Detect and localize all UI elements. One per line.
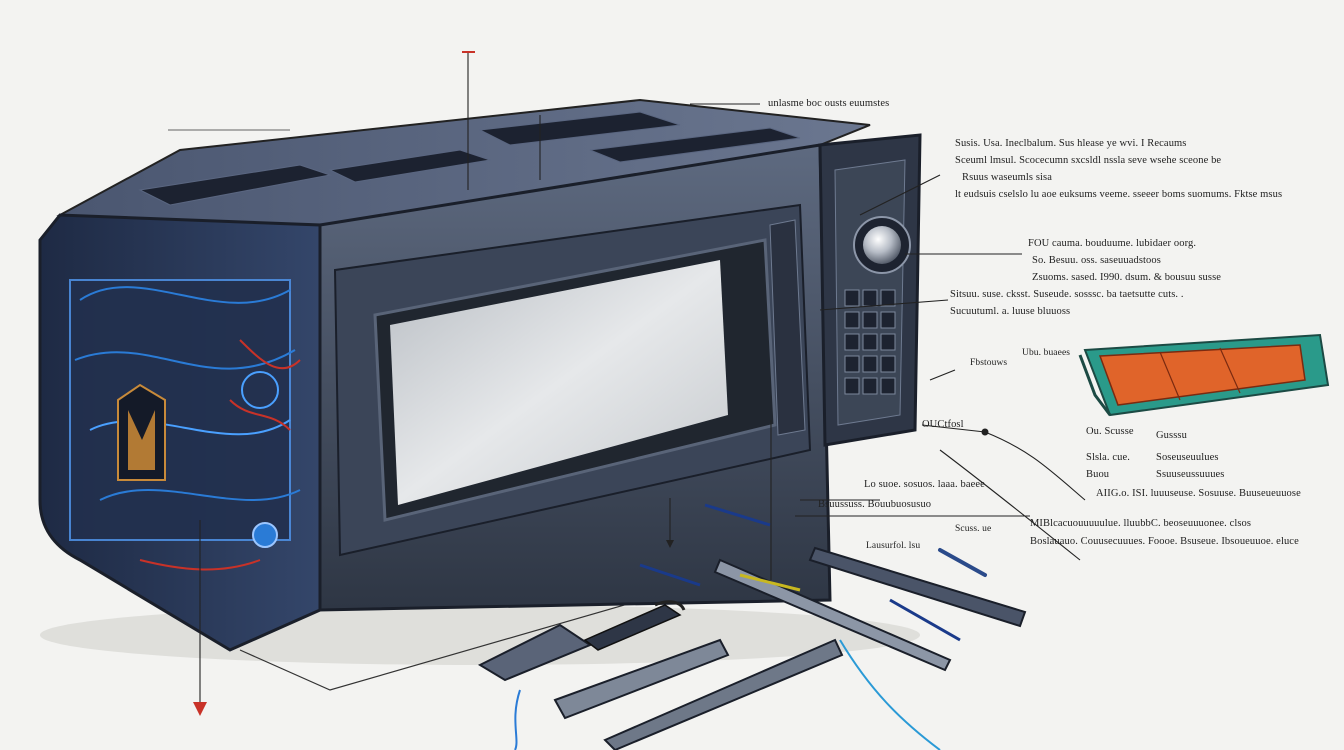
annotation-mid-caption-2: Bsuussuss. Bouubuosusuo bbox=[818, 499, 932, 510]
keypad-button[interactable] bbox=[844, 311, 860, 329]
keypad-button[interactable] bbox=[862, 311, 878, 329]
annotation-top: unlasme boc ousts euumstes bbox=[768, 98, 890, 109]
annotation-block-4-c: Buou bbox=[1086, 469, 1110, 480]
callout-oven-label: OUCtfosl bbox=[922, 419, 964, 430]
annotation-block-2-line-3: Zsuoms. sased. I990. dsum. & bousuu suss… bbox=[1032, 272, 1222, 283]
annotation-block-4-e: AIIG.o. ISI. luuuseuse. Sosuuse. Buuseue… bbox=[1096, 488, 1301, 499]
callout-kit-label: Fbstouws bbox=[970, 358, 1008, 368]
door-latch-strip bbox=[769, 219, 806, 436]
annotation-mid-caption-1: Lo suoe. sosuos. laaa. baeee bbox=[864, 479, 985, 490]
keypad-button[interactable] bbox=[862, 289, 878, 307]
keypad-button[interactable] bbox=[880, 377, 896, 395]
callout-kit-tag: Ubu. buaees bbox=[1022, 348, 1071, 358]
arrow-down-icon-2 bbox=[666, 540, 674, 548]
annotation-block-1-line-3: Rsuus waseumls sisa bbox=[962, 172, 1052, 183]
magnetron-core bbox=[128, 410, 155, 470]
pliers-tool bbox=[808, 546, 1027, 628]
annotation-left-mid: Sucuutuml. a. luuse bluuoss bbox=[950, 306, 1071, 317]
annotation-block-5-line-2: Boslauauo. Couusecuuues. Foooe. Bsuseue.… bbox=[1030, 536, 1299, 547]
internal-wiring bbox=[69, 279, 301, 571]
keypad-button[interactable] bbox=[862, 333, 878, 351]
keypad-button[interactable] bbox=[880, 333, 896, 351]
annotation-block-4-d: Ssuuseussuuues bbox=[1156, 469, 1225, 480]
keypad-button[interactable] bbox=[844, 333, 860, 351]
annotation-block-1-line-4: lt eudsuis cselslo lu aoe euksums veeme.… bbox=[955, 189, 1283, 200]
tool-label-1: Scuss. ue bbox=[955, 524, 992, 534]
annotation-block-1-line-2: Sceuml lmsul. Scocecumn sxcsldl nssla se… bbox=[955, 155, 1222, 166]
annotation-block-2-line-4: Sitsuu. suse. cksst. Suseude. sosssc. ba… bbox=[950, 289, 1184, 300]
keypad-button[interactable] bbox=[844, 289, 860, 307]
keypad-button[interactable] bbox=[844, 377, 860, 395]
screwdriver-tool bbox=[713, 558, 952, 672]
annotation-block-5-line-1: MIBlcacuouuuuulue. lluubbC. beoseuuuonee… bbox=[1030, 518, 1252, 529]
keypad-button[interactable] bbox=[880, 311, 896, 329]
keypad-button[interactable] bbox=[880, 355, 896, 373]
keypad-button[interactable] bbox=[862, 355, 878, 373]
window-glass bbox=[390, 260, 728, 505]
tools bbox=[477, 503, 1027, 750]
tool-pouch bbox=[1078, 333, 1330, 417]
annotation-block-3-b: Gusssu bbox=[1156, 430, 1187, 441]
tool-label-2: Lausurfol. lsu bbox=[866, 541, 921, 551]
scraper-tool bbox=[477, 623, 593, 682]
annotation-block-1-line-1: Susis. Usa. Ineclbalum. Sus hlease ye wv… bbox=[955, 138, 1187, 149]
annotation-block-4-a: Slsla. cue. bbox=[1086, 452, 1130, 463]
top-vents bbox=[138, 111, 801, 206]
annotation-block-2-line-2: So. Besuu. oss. saseuuadstoos bbox=[1032, 255, 1161, 266]
keypad-button[interactable] bbox=[844, 355, 860, 373]
leader-lines bbox=[199, 51, 1086, 705]
callout-dot bbox=[981, 428, 989, 436]
flat-bar-tool bbox=[553, 638, 730, 720]
annotation-block-4-b: Soseuseuulues bbox=[1156, 452, 1219, 463]
keypad-button[interactable] bbox=[862, 377, 878, 395]
keypad-button[interactable] bbox=[880, 289, 896, 307]
annotation-block-3-a: Ou. Scusse bbox=[1086, 426, 1134, 437]
keypad bbox=[844, 289, 896, 395]
long-rod-tool bbox=[603, 638, 844, 750]
knob-cap bbox=[863, 226, 901, 264]
annotation-block-2-line-1: FOU cauma. bouduume. lubidaer oorg. bbox=[1028, 238, 1197, 249]
arrow-down-icon bbox=[193, 702, 207, 716]
